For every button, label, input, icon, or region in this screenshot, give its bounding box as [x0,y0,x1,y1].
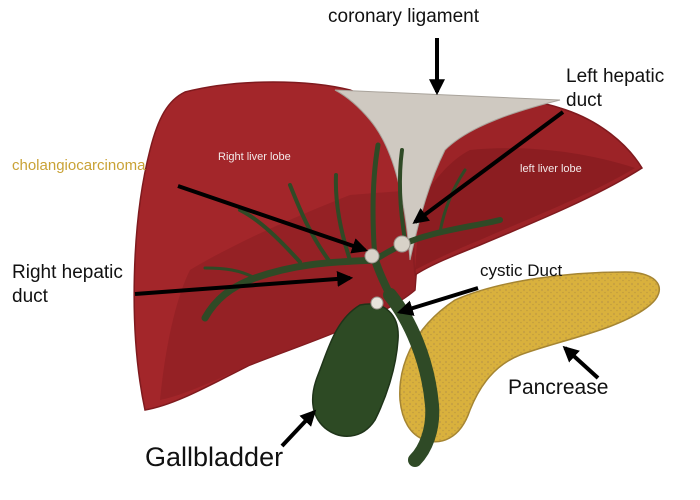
cholangiocarcinoma-tumors [364,235,411,310]
label-cystic-duct: cystic Duct [480,261,562,280]
bile-ducts [201,142,503,467]
label-left-liver-lobe: left liver lobe [520,163,582,175]
arrow-cystic-duct [396,286,479,316]
left-lobe-shadow [415,148,635,270]
tumor-nodule [364,248,380,264]
tumor-nodule [393,235,411,253]
label-right-hepatic-duct: Right hepatic [12,262,123,283]
arrow-left-hepatic-duct [412,110,565,224]
tumor-nodule [370,296,384,310]
arrow-gallbladder [280,409,317,448]
arrow-pancreas [562,345,600,380]
label-cholangiocarcinoma: cholangiocarcinoma [12,157,146,174]
label-gallbladder: Gallbladder [145,442,283,472]
label-left-hepatic-duct-line2: duct [566,90,603,111]
label-right-liver-lobe: Right liver lobe [218,151,291,163]
label-left-hepatic-duct: Left hepatic [566,66,664,87]
label-coronary-ligament: coronary ligament [328,6,480,27]
common-bile-duct [383,288,440,467]
right-hepatic-duct [201,256,379,322]
label-arrows [134,38,600,448]
labels: coronary ligament Left hepatic duct Righ… [12,6,664,472]
label-pancreas: Pancrease [508,376,608,399]
gallbladder-shape [311,303,399,437]
label-right-hepatic-duct-line2: duct [12,286,49,307]
coronary-ligament-shape [334,89,561,261]
left-hepatic-duct [372,217,503,263]
arrow-cholangiocarcinoma [177,184,369,254]
arrow-right-hepatic-duct [134,270,354,296]
pancreas [399,271,661,443]
